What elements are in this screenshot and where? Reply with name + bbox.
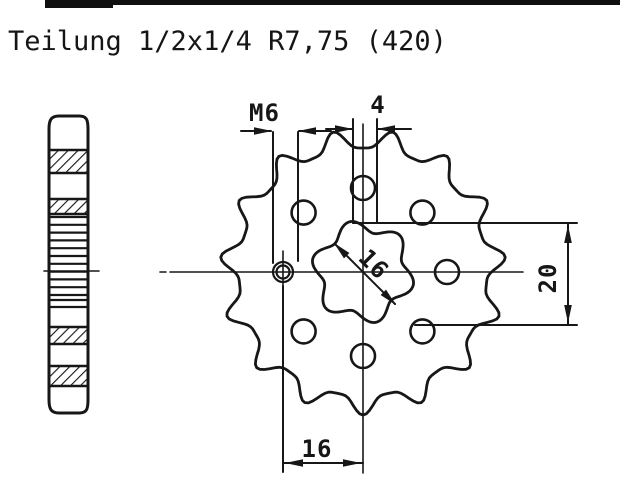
side-view-outline (47, 114, 90, 415)
dimensions (240, 118, 578, 473)
dimension-arrowhead (285, 459, 303, 467)
label-thread-size: M6 (249, 99, 280, 127)
dimension-arrowhead (564, 305, 572, 323)
centerlines (159, 123, 524, 474)
dimension-arrowhead (334, 243, 350, 259)
dimension-arrowhead (343, 459, 361, 467)
lightening-hole (409, 318, 436, 345)
label-bore-outer-diameter: 20 (534, 263, 562, 294)
lightening-hole (409, 199, 436, 226)
side-view-hatch-bands (48, 148, 89, 388)
page-edge-bar (45, 0, 620, 5)
dimension-arrowheads (254, 125, 572, 467)
label-hole-diameter: 4 (370, 91, 385, 119)
dimension-arrowhead (380, 289, 396, 305)
label-bolt-circle-offset: 16 (302, 435, 333, 463)
dimension-arrowhead (377, 125, 395, 133)
label-bore-inner-diameter: 16 (353, 244, 395, 286)
side-view-teeth-lines (48, 215, 89, 297)
dimension-arrowhead (335, 125, 353, 133)
lightening-hole (290, 318, 317, 345)
page-edge-bar-thick (45, 0, 113, 8)
dimension-arrowhead (298, 127, 316, 135)
dimension-arrowhead (254, 127, 272, 135)
dimension-arrowhead (564, 225, 572, 243)
drawing-title: Teilung 1/2x1/4 R7,75 (420) (8, 26, 447, 57)
lightening-hole (290, 199, 317, 226)
side-view (43, 114, 100, 415)
